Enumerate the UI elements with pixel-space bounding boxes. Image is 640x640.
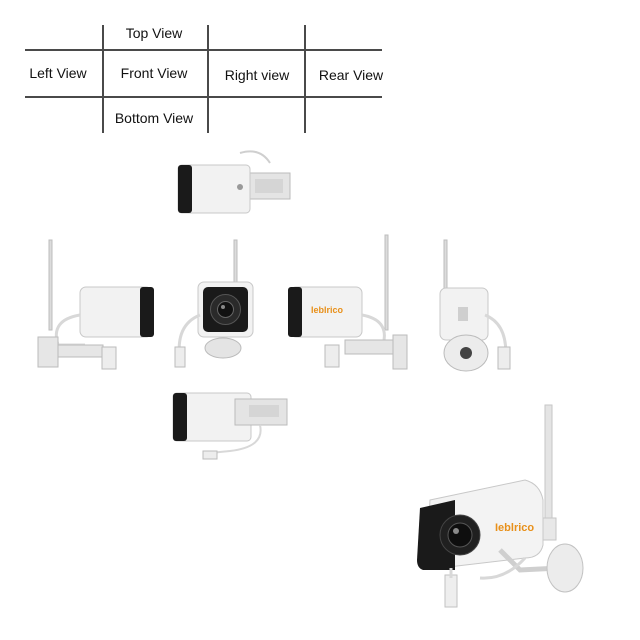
left-view-image (30, 235, 160, 375)
top-view-image (170, 145, 300, 220)
bottom-view-label: Bottom View (114, 110, 194, 126)
right-view-label: Right view (224, 67, 290, 83)
main-camera-image: Ieblrico (415, 400, 595, 615)
bottom-view-image (165, 385, 295, 470)
right-view-logo: Ieblrico (311, 305, 344, 315)
grid-line-top (25, 49, 382, 51)
front-view-label: Front View (120, 65, 188, 81)
top-view-label: Top View (125, 25, 183, 41)
grid-line-bottom (25, 96, 382, 98)
grid-line-col-3 (304, 25, 306, 133)
right-view-image: Ieblrico (285, 234, 415, 375)
grid-line-col-1 (102, 25, 104, 133)
rear-view-label: Rear View (318, 67, 384, 83)
rear-view-image (430, 235, 520, 375)
left-view-label: Left View (29, 65, 87, 81)
main-camera-logo: Ieblrico (495, 522, 534, 534)
front-view-image (170, 235, 260, 375)
grid-line-col-2 (207, 25, 209, 133)
